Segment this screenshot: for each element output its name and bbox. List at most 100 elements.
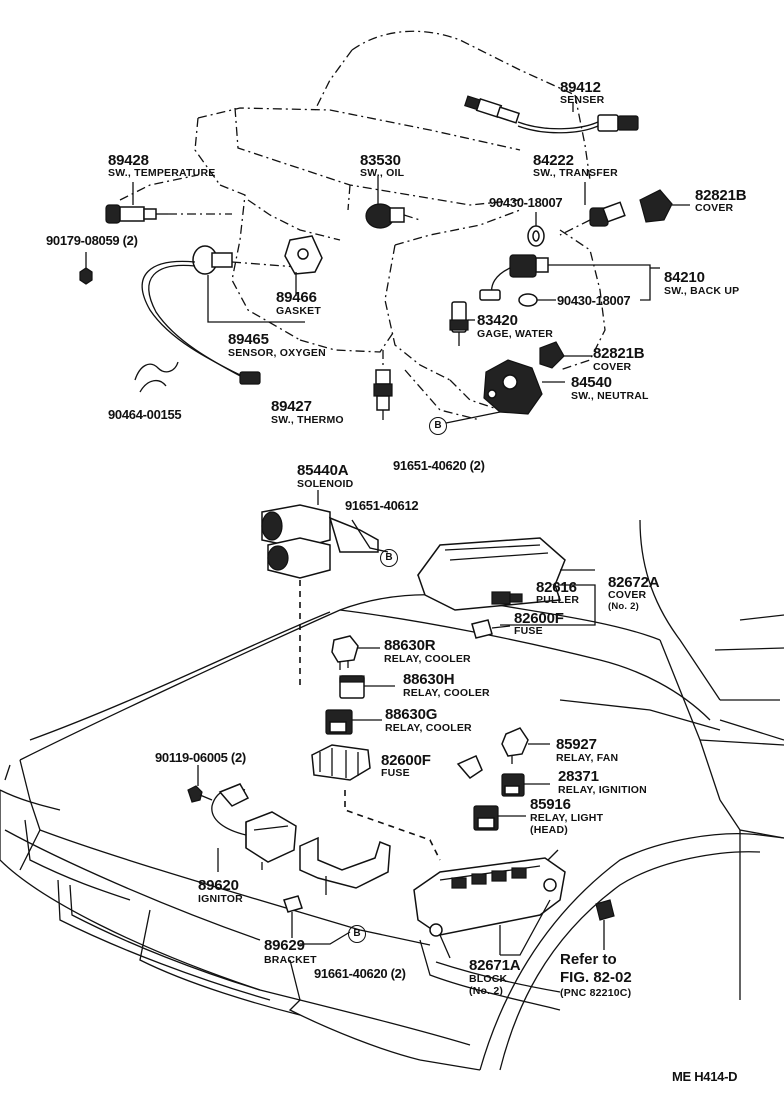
- part-number-89427: 89427: [271, 398, 312, 415]
- part-desc-89428: SW., TEMPERATURE: [108, 167, 216, 179]
- part-number-84222: 84222: [533, 152, 574, 169]
- part-number-89466: 89466: [276, 289, 317, 306]
- part-desc-82821b-upper: COVER: [695, 202, 734, 214]
- oxygen-sensor-part: [141, 245, 311, 385]
- part-desc-88630h: RELAY, COOLER: [403, 687, 490, 699]
- ignitor-bracket-part: [283, 836, 391, 938]
- part-number-90430-upper: 90430-18007: [489, 195, 563, 210]
- marker-b-middle: B: [380, 549, 398, 567]
- junction-block-part: [413, 849, 566, 959]
- part-desc-82672a: COVER: [608, 589, 647, 601]
- part-number-85927: 85927: [556, 736, 597, 753]
- part-number-84540: 84540: [571, 374, 612, 391]
- figure-code: ME H414-D: [672, 1069, 738, 1084]
- washer-upper: [527, 212, 545, 247]
- part-desc-85927: RELAY, FAN: [556, 752, 619, 764]
- part-number-91651-40612: 91651-40612: [345, 498, 419, 513]
- temperature-switch-part: [105, 182, 232, 224]
- part-desc-82600f-lower: FUSE: [381, 767, 410, 779]
- relay-88630g: [325, 709, 382, 735]
- part-number-90430-lower: 90430-18007: [557, 293, 631, 308]
- part-number-82600f-upper: 82600F: [514, 610, 564, 627]
- part-number-88630g: 88630G: [385, 706, 438, 723]
- relay-block-leader: [344, 790, 441, 861]
- bolt-90119: [187, 765, 213, 803]
- part-number-83530: 83530: [360, 152, 401, 169]
- engine-outline: [119, 30, 606, 421]
- water-gage-part: [449, 301, 475, 346]
- part-desc2-82671a: (No. 2): [469, 985, 504, 997]
- part-number-89629: 89629: [264, 937, 305, 954]
- part-number-91651-40620: 91651-40620 (2): [393, 458, 485, 473]
- vehicle-front-body: [0, 519, 784, 1071]
- cover-lower-part: [539, 341, 592, 369]
- part-desc-89412: SENSER: [560, 94, 605, 106]
- relay-ignition-part: [501, 773, 550, 797]
- part-desc-82600f-upper: FUSE: [514, 625, 543, 637]
- fuse-lower-part: [456, 755, 483, 779]
- part-number-28371: 28371: [558, 768, 599, 785]
- part-number-85440a: 85440A: [297, 462, 349, 479]
- bolt-90179: [79, 252, 93, 285]
- washer-lower: [518, 293, 556, 307]
- part-number-89465: 89465: [228, 331, 269, 348]
- part-desc-89427: SW., THERMO: [271, 414, 344, 426]
- part-number-84210: 84210: [664, 269, 705, 286]
- cover-group-bracket: [500, 584, 596, 626]
- reference-line-3: (PNC 82210C): [560, 987, 632, 999]
- part-number-91661: 91661-40620 (2): [314, 966, 406, 981]
- part-number-89412: 89412: [560, 79, 601, 96]
- part-desc-89629: BRACKET: [264, 954, 317, 966]
- fuse-upper-part: [471, 619, 511, 639]
- part-number-85916: 85916: [530, 796, 571, 813]
- part-number-90464: 90464-00155: [108, 407, 182, 422]
- relay-88630h: [339, 675, 395, 699]
- cover-upper-part: [639, 189, 690, 223]
- neutral-switch-part: [445, 359, 565, 424]
- part-desc-89466: GASKET: [276, 305, 321, 317]
- thermo-switch-part: [373, 350, 393, 420]
- part-number-82600f-lower: 82600F: [381, 752, 431, 769]
- backup-switch-part: [479, 254, 660, 301]
- oil-switch-part: [365, 176, 421, 229]
- block-leader: [500, 899, 551, 956]
- part-number-90179: 90179-08059 (2): [46, 233, 138, 248]
- part-desc-83530: SW., OIL: [360, 167, 405, 179]
- part-desc-84222: SW., TRANSFER: [533, 167, 618, 179]
- marker-b-lower: B: [348, 925, 366, 943]
- ignitor-part: [211, 783, 297, 872]
- relay-fan-part: [501, 727, 550, 764]
- part-number-82671a: 82671A: [469, 957, 521, 974]
- part-number-82616: 82616: [536, 579, 577, 596]
- part-number-82821b-lower: 82821B: [593, 345, 645, 362]
- part-number-82672a: 82672A: [608, 574, 660, 591]
- part-desc-83420: GAGE, WATER: [477, 328, 554, 340]
- relay-88630r: [331, 635, 380, 670]
- fuse-cover-part: [416, 537, 595, 611]
- part-number-82821b-upper: 82821B: [695, 187, 747, 204]
- gasket-part: [284, 235, 323, 296]
- reference-line-2: FIG. 82-02: [560, 969, 632, 986]
- part-desc-84210: SW., BACK UP: [664, 285, 740, 297]
- fuse-cluster-part: [311, 744, 371, 781]
- part-desc-89465: SENSOR, OXYGEN: [228, 347, 326, 359]
- part-desc-85916: RELAY, LIGHT: [530, 812, 604, 824]
- part-desc2-85916: (HEAD): [530, 824, 568, 836]
- relay-light-part: [473, 805, 526, 831]
- part-number-89428: 89428: [108, 152, 149, 169]
- solenoid-part: [261, 490, 389, 579]
- part-desc-82821b-lower: COVER: [593, 361, 632, 373]
- reference-line-1: Refer to: [560, 951, 617, 968]
- part-number-89620: 89620: [198, 877, 239, 894]
- transfer-switch-part: [559, 182, 626, 236]
- part-number-90119: 90119-06005 (2): [155, 750, 246, 765]
- part-desc-88630g: RELAY, COOLER: [385, 722, 472, 734]
- puller-part: [491, 591, 523, 605]
- part-desc-82671a: BLOCK: [469, 973, 508, 985]
- part-desc-85440a: SOLENOID: [297, 478, 354, 490]
- part-desc-82616: PULLER: [536, 594, 580, 606]
- part-number-83420: 83420: [477, 312, 518, 329]
- part-desc-88630r: RELAY, COOLER: [384, 653, 471, 665]
